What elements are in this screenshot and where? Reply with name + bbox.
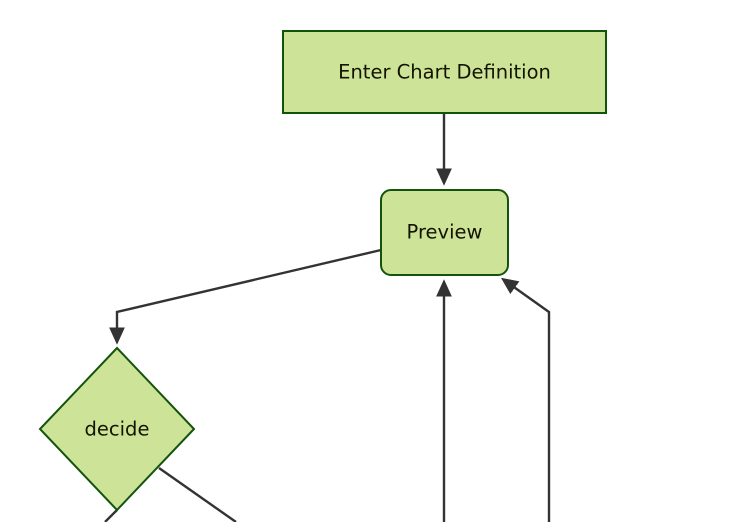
edge-preview-to-decide bbox=[117, 248, 382, 341]
node-enter-chart-definition-label: Enter Chart Definition bbox=[338, 61, 551, 84]
edges-layer bbox=[104, 113, 551, 522]
edge-decide-to-lower-right bbox=[158, 467, 237, 522]
node-preview-label: Preview bbox=[407, 221, 483, 244]
node-decide-shape[interactable] bbox=[38, 346, 196, 512]
node-enter-chart-definition[interactable]: Enter Chart Definition bbox=[282, 30, 607, 114]
node-decide-label: decide bbox=[85, 418, 150, 441]
edge-lower-right-to-preview bbox=[504, 280, 551, 522]
nodes-layer: Enter Chart Definition Preview decide bbox=[38, 30, 607, 512]
node-preview-shape[interactable] bbox=[380, 189, 509, 276]
edge-decide-to-lower-left bbox=[104, 509, 118, 522]
node-preview[interactable]: Preview bbox=[380, 189, 509, 276]
node-enter-chart-definition-shape[interactable] bbox=[282, 30, 607, 114]
node-decide[interactable]: decide bbox=[38, 346, 196, 512]
